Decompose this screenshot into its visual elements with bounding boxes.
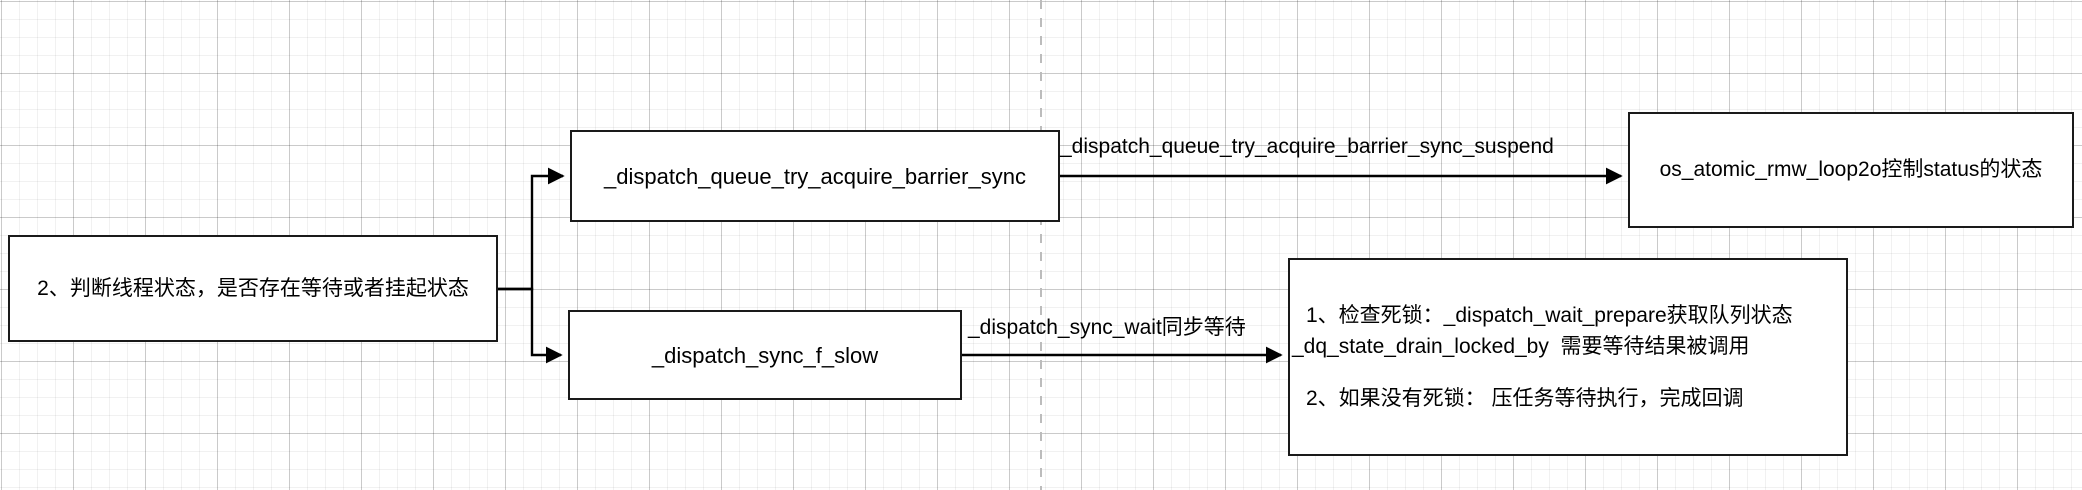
edge-label-dispatch-sync-wait: _dispatch_sync_wait同步等待 (968, 316, 1246, 339)
edge-label-try-acquire-barrier-sync-suspend: _dispatch_queue_try_acquire_barrier_sync… (1060, 135, 1554, 158)
node-os-atomic-rmw-loop2o[interactable]: os_atomic_rmw_loop2o控制status的状态 (1628, 112, 2074, 228)
node-thread-state[interactable]: 2、判断线程状态，是否存在等待或者挂起状态 (8, 235, 498, 342)
connector-thread-state-to-sync-f-slow (498, 287, 563, 364)
deadlock-check-line-2: _dq_state_drain_locked_by 需要等待结果被调用 (1292, 335, 1750, 359)
node-dispatch-queue-try-acquire-barrier-sync[interactable]: _dispatch_queue_try_acquire_barrier_sync (570, 130, 1060, 222)
deadlock-check-line-1: 1、检查死锁：_dispatch_wait_prepare获取队列状态 (1306, 303, 1793, 327)
node-deadlock-check-lines: 1、检查死锁：_dispatch_wait_prepare获取队列状态 _dq_… (1292, 300, 1846, 415)
node-thread-state-label: 2、判断线程状态，是否存在等待或者挂起状态 (37, 276, 469, 300)
deadlock-check-line-gap (1292, 363, 1846, 383)
connector-thread-state-to-try-acquire (498, 167, 565, 291)
node-try-acquire-label: _dispatch_queue_try_acquire_barrier_sync (604, 163, 1026, 189)
node-deadlock-check[interactable]: 1、检查死锁：_dispatch_wait_prepare获取队列状态 _dq_… (1288, 258, 1848, 456)
node-sync-f-slow-label: _dispatch_sync_f_slow (651, 342, 879, 368)
node-atomic-rmw-label: os_atomic_rmw_loop2o控制status的状态 (1659, 158, 2043, 182)
deadlock-check-line-3: 2、如果没有死锁： 压任务等待执行，完成回调 (1306, 386, 1744, 410)
node-dispatch-sync-f-slow[interactable]: _dispatch_sync_f_slow (568, 310, 962, 400)
